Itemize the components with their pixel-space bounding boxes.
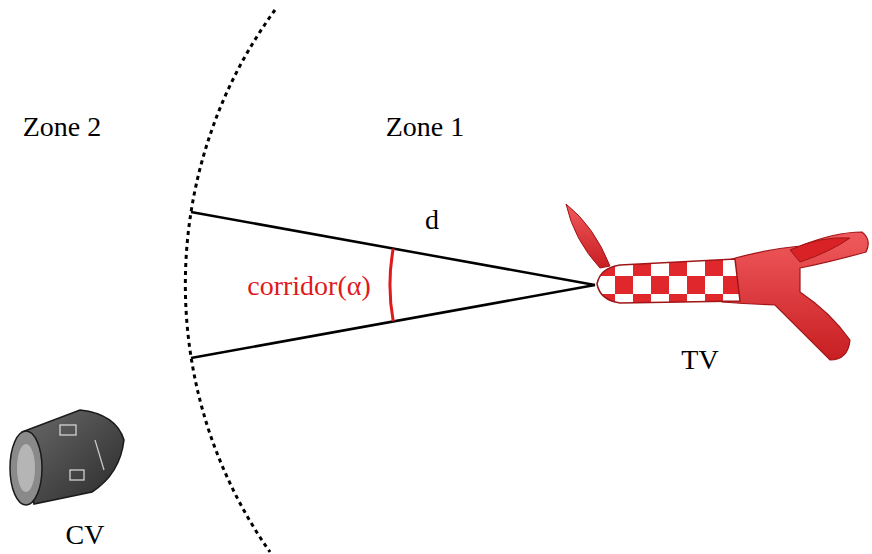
angle-label: corridor(α) — [247, 272, 371, 300]
capsule-cv — [10, 410, 124, 505]
vehicle-label: TV — [681, 346, 718, 374]
capsule-face — [17, 444, 35, 492]
rocket-tail — [722, 232, 868, 360]
rocket-fin — [790, 238, 850, 262]
distance-label: d — [425, 206, 439, 234]
vehicle-label: CV — [66, 521, 105, 549]
capsule-detail — [60, 425, 76, 435]
capsule-detail — [70, 470, 84, 480]
capsule-detail — [95, 440, 104, 470]
capsule-face — [10, 431, 42, 505]
zone-label: Zone 2 — [23, 113, 102, 141]
rocket-tv — [566, 204, 868, 360]
rocket-body — [597, 259, 740, 303]
angle-arc — [390, 249, 393, 322]
zone-label: Zone 1 — [386, 113, 465, 141]
rocket-fin — [566, 204, 610, 268]
